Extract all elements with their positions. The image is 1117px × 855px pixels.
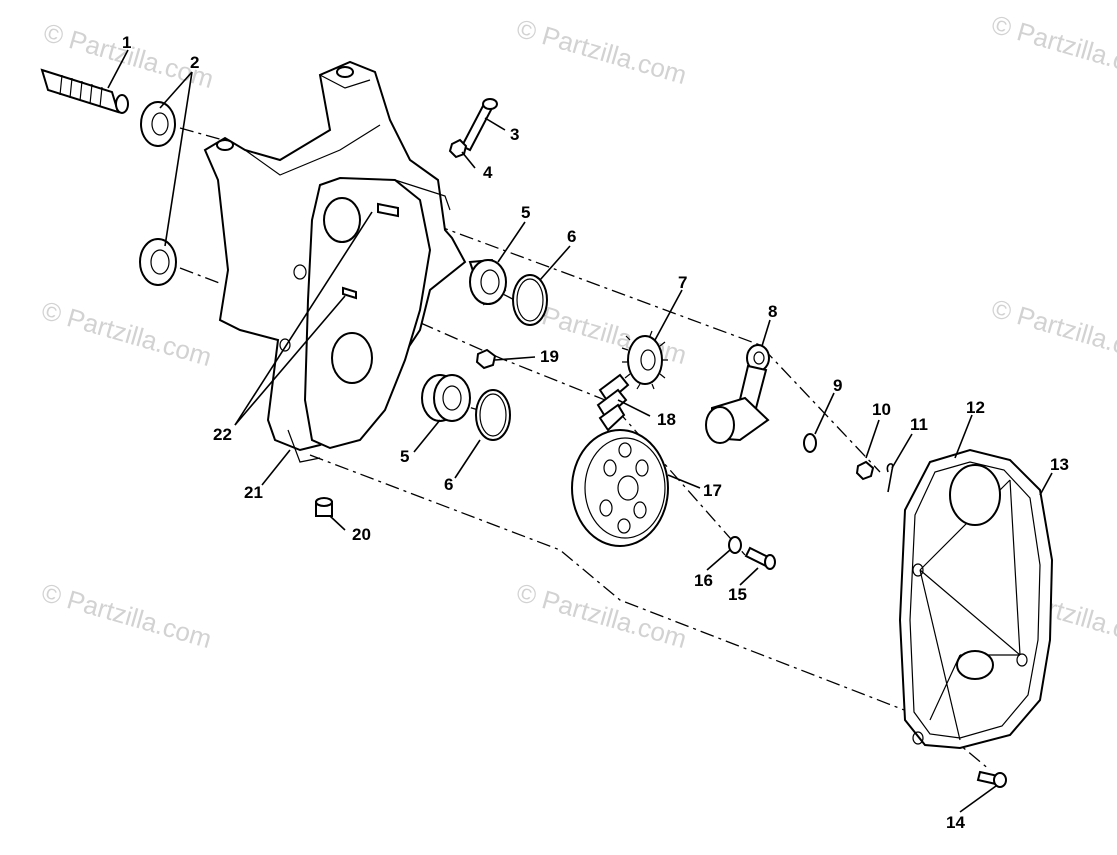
snap-ring-lower bbox=[475, 389, 511, 441]
washer-part-9 bbox=[803, 433, 817, 453]
bearing-lower bbox=[421, 374, 471, 422]
callout-3: 3 bbox=[510, 125, 519, 144]
callout-8: 8 bbox=[768, 302, 777, 321]
callout-14: 14 bbox=[946, 813, 965, 832]
chaincase-housing bbox=[203, 60, 467, 463]
callout-12: 12 bbox=[966, 398, 985, 417]
callout-16: 16 bbox=[694, 571, 713, 590]
bolt-part-15 bbox=[744, 546, 776, 570]
drive-chain bbox=[596, 373, 630, 432]
callout-9: 9 bbox=[833, 376, 842, 395]
watermark: © Partzilla.com bbox=[38, 577, 215, 654]
callout-6-lower: 6 bbox=[444, 475, 453, 494]
upper-sprocket bbox=[621, 330, 668, 390]
callout-17: 17 bbox=[703, 481, 722, 500]
oil-seal-lower bbox=[139, 238, 177, 286]
watermark: © Partzilla.com bbox=[513, 577, 690, 654]
callout-11: 11 bbox=[910, 415, 928, 434]
callout-1: 1 bbox=[122, 33, 131, 52]
callout-2: 2 bbox=[190, 53, 199, 72]
callout-4: 4 bbox=[483, 163, 493, 182]
callout-6-upper: 6 bbox=[567, 227, 576, 246]
washer-part-16 bbox=[728, 536, 742, 554]
callout-5-lower: 5 bbox=[400, 447, 409, 466]
callout-21: 21 bbox=[244, 483, 263, 502]
nut-part-10 bbox=[855, 460, 875, 481]
callout-7: 7 bbox=[678, 273, 687, 292]
oil-seal-upper bbox=[140, 101, 176, 147]
watermark: © Partzilla.com bbox=[513, 13, 690, 90]
callout-10: 10 bbox=[872, 400, 891, 419]
nut-part-20 bbox=[315, 497, 333, 517]
nut-part-19 bbox=[475, 348, 497, 370]
leader-lines bbox=[107, 49, 1053, 813]
callout-18: 18 bbox=[657, 410, 676, 429]
callout-22: 22 bbox=[213, 425, 232, 444]
callouts: 1 2 3 4 5 5 6 6 7 8 9 10 11 12 13 14 15 … bbox=[122, 33, 1069, 832]
watermark: © Partzilla.com bbox=[988, 9, 1117, 86]
chaincase-cover bbox=[898, 448, 1054, 750]
callout-19: 19 bbox=[540, 347, 559, 366]
callout-15: 15 bbox=[728, 585, 747, 604]
shaft-part bbox=[40, 68, 129, 114]
bearing-upper bbox=[468, 258, 507, 306]
callout-13: 13 bbox=[1050, 455, 1069, 474]
bolt-part-3 bbox=[460, 98, 498, 152]
tensioner-arm bbox=[705, 344, 770, 444]
bolt-part-14 bbox=[976, 770, 1007, 788]
callout-20: 20 bbox=[352, 525, 371, 544]
lower-sprocket bbox=[571, 429, 669, 547]
watermark: © Partzilla.com bbox=[38, 295, 215, 372]
snap-ring-upper bbox=[512, 274, 548, 326]
callout-5-upper: 5 bbox=[521, 203, 530, 222]
cotter-pin bbox=[886, 463, 894, 493]
watermark: © Partzilla.com bbox=[988, 293, 1117, 370]
